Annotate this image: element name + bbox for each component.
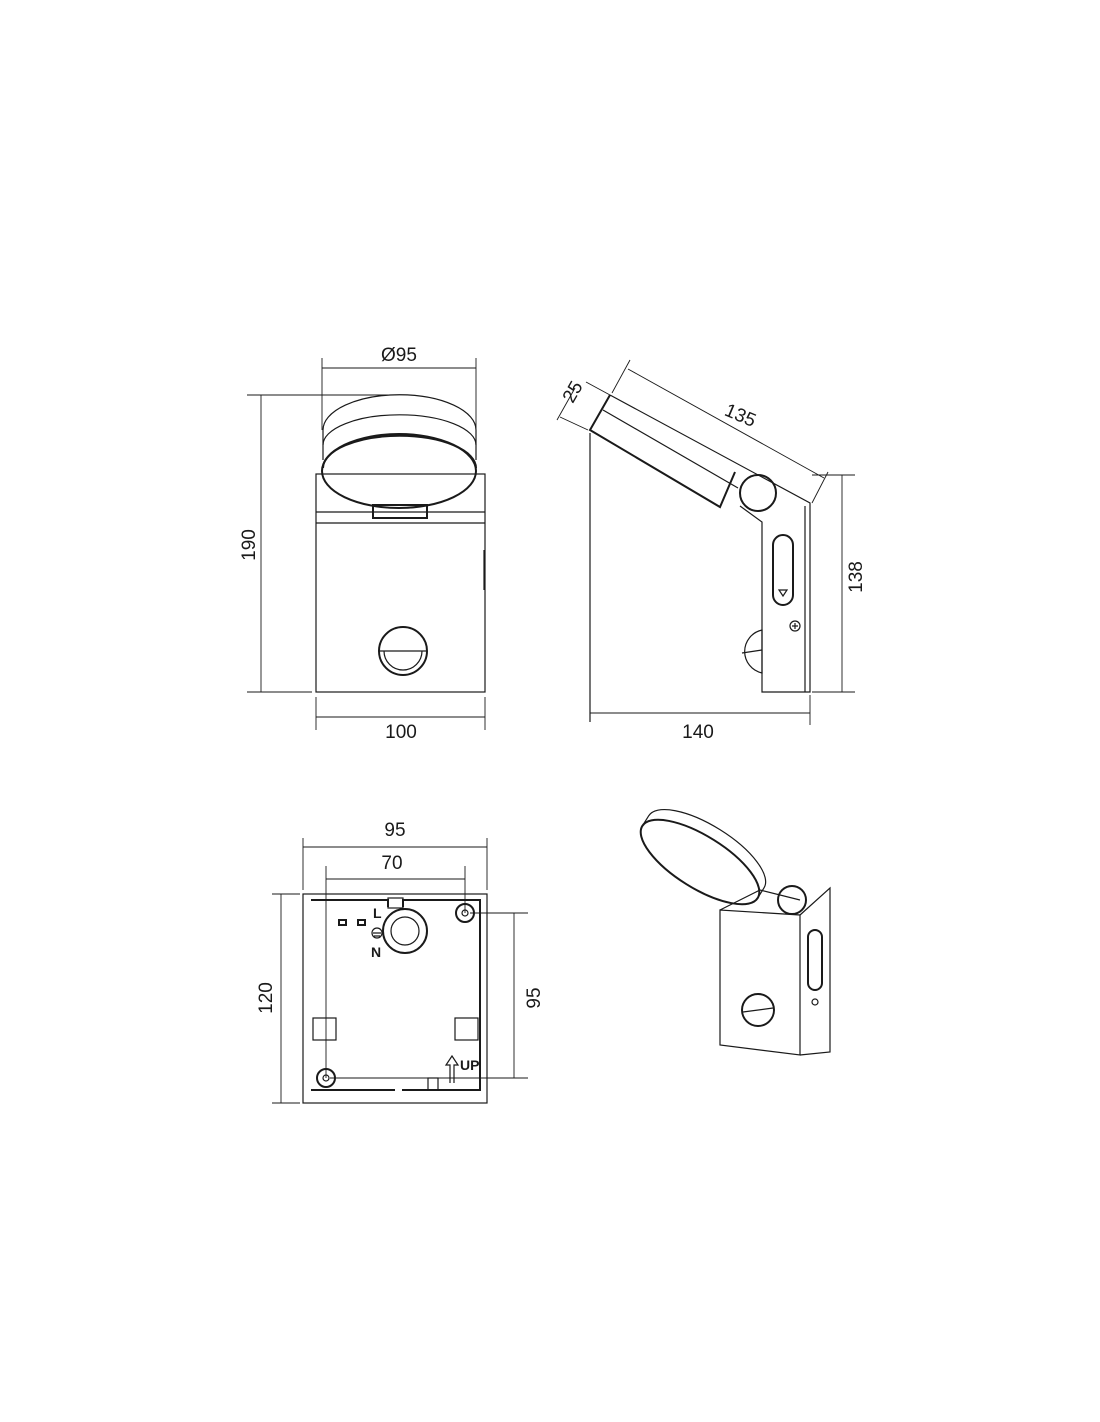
back-hole-spacing-label: 70 (381, 853, 402, 874)
side-height-label: 138 (846, 561, 867, 593)
front-width-label: 100 (385, 722, 417, 743)
pivot-knob (739, 474, 777, 512)
up-arrow-icon (444, 1054, 460, 1083)
earth-icon (371, 927, 383, 939)
perspective-view (639, 809, 831, 1056)
terminal-n-label: N (371, 944, 381, 960)
back-height-label: 120 (256, 982, 277, 1014)
front-height-label: 190 (239, 529, 260, 561)
front-view: Ø95 190 100 (239, 345, 486, 743)
front-diameter-label: Ø95 (381, 345, 417, 366)
screw-icon (789, 620, 801, 632)
side-view: 25 135 138 140 (556, 359, 867, 743)
back-view: L N UP 95 70 120 95 (256, 820, 545, 1104)
perspective-sensor (741, 993, 775, 1027)
back-plate (302, 893, 488, 1104)
side-depth-label: 140 (682, 722, 714, 743)
terminal-l-label: L (373, 905, 382, 921)
back-width-label: 95 (384, 820, 405, 841)
adjust-slot (772, 534, 794, 606)
perspective-knob (777, 885, 807, 915)
side-arm-length-label: 135 (721, 400, 758, 432)
up-label: UP (460, 1057, 479, 1073)
cable-entry (382, 908, 428, 954)
back-hole-vertical-label: 95 (524, 987, 545, 1008)
front-body (315, 473, 486, 693)
front-bracket (372, 504, 428, 519)
side-thickness-label: 25 (559, 378, 588, 407)
side-sensor (744, 629, 763, 674)
lamp-head (321, 433, 477, 509)
motion-sensor-icon (378, 626, 428, 676)
